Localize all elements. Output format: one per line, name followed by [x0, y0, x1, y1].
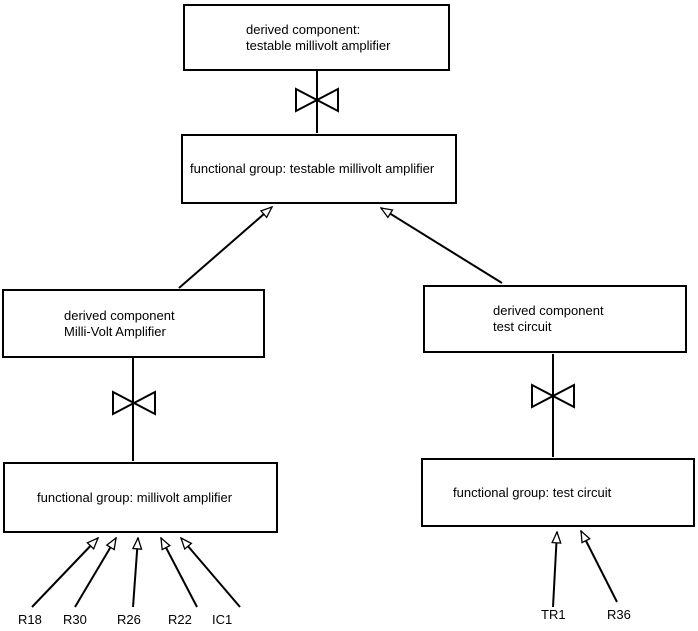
- arrow-tr1-to-fg-test: [553, 532, 557, 608]
- arrow-r26-to-fg-millivolt: [133, 538, 138, 608]
- node-functional-group-millivolt-amplifier: functional group: millivolt amplifier: [3, 462, 278, 533]
- component-label-ic1: IC1: [212, 612, 233, 627]
- node-text-line: derived component: [493, 303, 604, 318]
- arrow-r30-to-fg-millivolt: [74, 538, 116, 608]
- bowtie-icon-left: [112, 390, 156, 416]
- node-text-line: functional group: test circuit: [453, 484, 612, 500]
- arrow-dc-test-to-fg-testable: [381, 208, 503, 284]
- node-derived-component-test-circuit: derived component test circuit: [423, 285, 687, 353]
- arrow-r22-to-fg-millivolt: [160, 538, 198, 608]
- component-label-r30: R30: [63, 612, 87, 627]
- arrow-dc-millivolt-to-fg-testable: [178, 207, 272, 289]
- node-functional-group-test-circuit: functional group: test circuit: [421, 458, 695, 527]
- component-label-r22: R22: [168, 612, 192, 627]
- node-text-line: Milli-Volt Amplifier: [64, 323, 166, 339]
- component-label-r18: R18: [18, 612, 42, 627]
- node-derived-component-milli-volt-amplifier: derived component Milli-Volt Amplifier: [2, 289, 265, 358]
- component-label-r26: R26: [117, 612, 141, 627]
- node-text-line: functional group: millivolt amplifier: [37, 489, 233, 505]
- node-functional-group-testable-millivolt-amplifier: functional group: testable millivolt amp…: [181, 134, 457, 204]
- node-text-line: test circuit: [493, 319, 552, 334]
- node-derived-component-testable-millivolt-amplifier: derived component: testable millivolt am…: [183, 4, 450, 71]
- arrow-r18-to-fg-millivolt: [31, 538, 98, 608]
- arrow-r36-to-fg-test: [580, 531, 618, 603]
- component-label-r36: R36: [607, 607, 631, 622]
- arrow-ic1-to-fg-millivolt: [181, 538, 241, 608]
- bowtie-icon-top: [295, 87, 339, 113]
- node-text-line: testable millivolt amplifier: [246, 37, 391, 53]
- node-text-line: derived component: [64, 307, 175, 323]
- node-text-line: functional group: testable millivolt amp…: [190, 161, 435, 176]
- component-label-tr1: TR1: [541, 607, 566, 622]
- bowtie-icon-right: [531, 383, 575, 409]
- node-text-line: derived component:: [246, 21, 361, 37]
